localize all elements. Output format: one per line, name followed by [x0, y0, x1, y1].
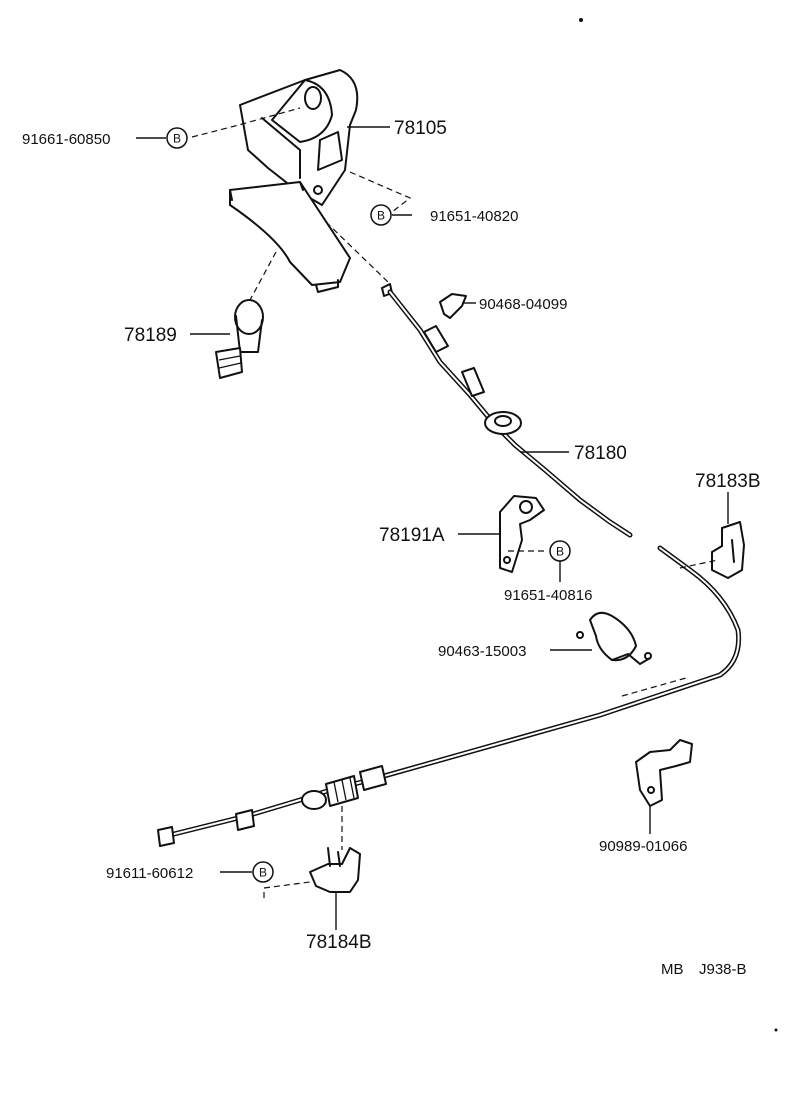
marker-b-label: B	[556, 545, 564, 559]
stopper-78189	[215, 299, 264, 379]
bracket-90989	[635, 739, 693, 807]
bracket-78184B	[309, 847, 361, 893]
bracket-78191A	[499, 495, 545, 573]
marker-b-label: B	[173, 132, 181, 146]
label-78189: 78189	[124, 325, 177, 346]
marker-b-label: B	[377, 209, 385, 223]
marker-b-91651-40820: B	[370, 204, 392, 226]
label-91661-60850: 91661-60850	[22, 131, 110, 148]
clamp-90463	[576, 611, 652, 665]
marker-b-label: B	[259, 866, 267, 880]
bracket-78183B	[711, 521, 745, 579]
speck-dot	[774, 1028, 778, 1032]
marker-b-91661: B	[166, 127, 188, 149]
label-91611-60612: 91611-60612	[106, 865, 193, 882]
cable-lower	[157, 545, 742, 847]
footer-code-mb: MB	[661, 961, 684, 978]
label-90463-15003: 90463-15003	[438, 643, 526, 660]
clip-90468	[439, 293, 467, 319]
label-78183B: 78183B	[695, 471, 761, 492]
footer-code-j938b: J938-B	[699, 961, 747, 978]
speck-dot	[579, 18, 583, 22]
label-78105: 78105	[394, 118, 447, 139]
label-78180: 78180	[574, 443, 627, 464]
marker-b-91651-40816: B	[549, 540, 571, 562]
label-91651-40816: 91651-40816	[504, 587, 592, 604]
cable-upper-78180	[381, 283, 633, 538]
pedal-pad	[229, 181, 351, 293]
label-91651-40820: 91651-40820	[430, 208, 518, 225]
label-78184B: 78184B	[306, 932, 372, 953]
label-78191A: 78191A	[379, 525, 445, 546]
label-90468-04099: 90468-04099	[479, 296, 567, 313]
label-90989-01066: 90989-01066	[599, 838, 687, 855]
marker-b-91611: B	[252, 861, 274, 883]
